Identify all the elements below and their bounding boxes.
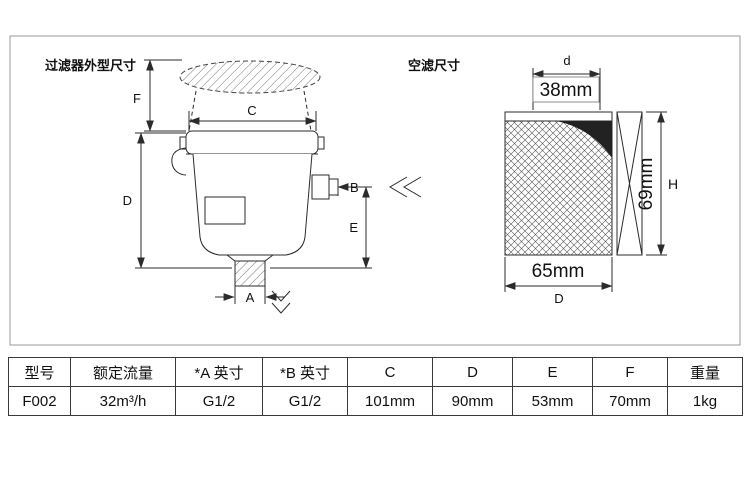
left-title: 过滤器外型尺寸 [45, 58, 136, 73]
header-weight: 重量 [667, 357, 743, 387]
housing-lid [179, 60, 321, 132]
housing-body [171, 130, 339, 256]
spec-header-row: 型号 额定流量 *A 英寸 *B 英寸 C D E F 重量 [8, 357, 743, 387]
dim-A [215, 286, 285, 304]
filter-element-side [616, 111, 643, 256]
label-B: B [350, 180, 359, 195]
header-e: E [512, 357, 593, 387]
spec-data-row: F002 32m³/h G1/2 G1/2 101mm 90mm 53mm 70… [8, 386, 743, 416]
technical-drawing: 过滤器外型尺寸 空滤尺寸 F C D B E A d 38mm 69mm H 6… [9, 35, 741, 346]
label-outer-diameter: 65mm [532, 261, 585, 282]
inlet-flow-arrow-icon [389, 176, 422, 198]
label-H: H [668, 176, 678, 192]
label-inner-diameter: 38mm [540, 80, 593, 101]
drawing-lines [135, 59, 667, 314]
dim-F [144, 59, 186, 132]
dim-C [188, 111, 317, 131]
cell-c: 101mm [347, 386, 433, 416]
cell-b-inch: G1/2 [262, 386, 348, 416]
dim-D-element [504, 257, 613, 292]
header-c: C [347, 357, 433, 387]
right-title: 空滤尺寸 [408, 58, 460, 73]
outlet-port [226, 254, 274, 287]
dim-D-housing [135, 132, 232, 269]
cell-d: 90mm [432, 386, 513, 416]
label-height: 69mm [636, 158, 657, 211]
cell-model: F002 [8, 386, 71, 416]
label-C: C [247, 103, 256, 118]
inner-diameter-label-box [532, 76, 600, 103]
header-f: F [592, 357, 668, 387]
header-rated-flow: 额定流量 [70, 357, 176, 387]
spec-table: 型号 额定流量 *A 英寸 *B 英寸 C D E F 重量 F002 32m³… [8, 357, 743, 416]
dim-E [270, 186, 372, 269]
cell-rated-flow: 32m³/h [70, 386, 176, 416]
header-model: 型号 [8, 357, 71, 387]
label-D-element: D [554, 291, 563, 306]
outlet-flow-arrow-icon [271, 290, 291, 314]
header-b-inch: *B 英寸 [262, 357, 348, 387]
label-E: E [349, 220, 358, 235]
cell-a-inch: G1/2 [175, 386, 263, 416]
header-d: D [432, 357, 513, 387]
cell-weight: 1kg [667, 386, 743, 416]
cell-e: 53mm [512, 386, 593, 416]
header-a-inch: *A 英寸 [175, 357, 263, 387]
filter-element-front [504, 111, 613, 256]
cell-f: 70mm [592, 386, 668, 416]
label-A: A [246, 290, 255, 305]
label-D-housing: D [123, 193, 132, 208]
label-F: F [133, 91, 141, 106]
drawing-labels: 过滤器外型尺寸 空滤尺寸 F C D B E A d 38mm 69mm H 6… [45, 53, 678, 306]
label-d: d [563, 53, 570, 68]
dim-H [646, 111, 667, 256]
